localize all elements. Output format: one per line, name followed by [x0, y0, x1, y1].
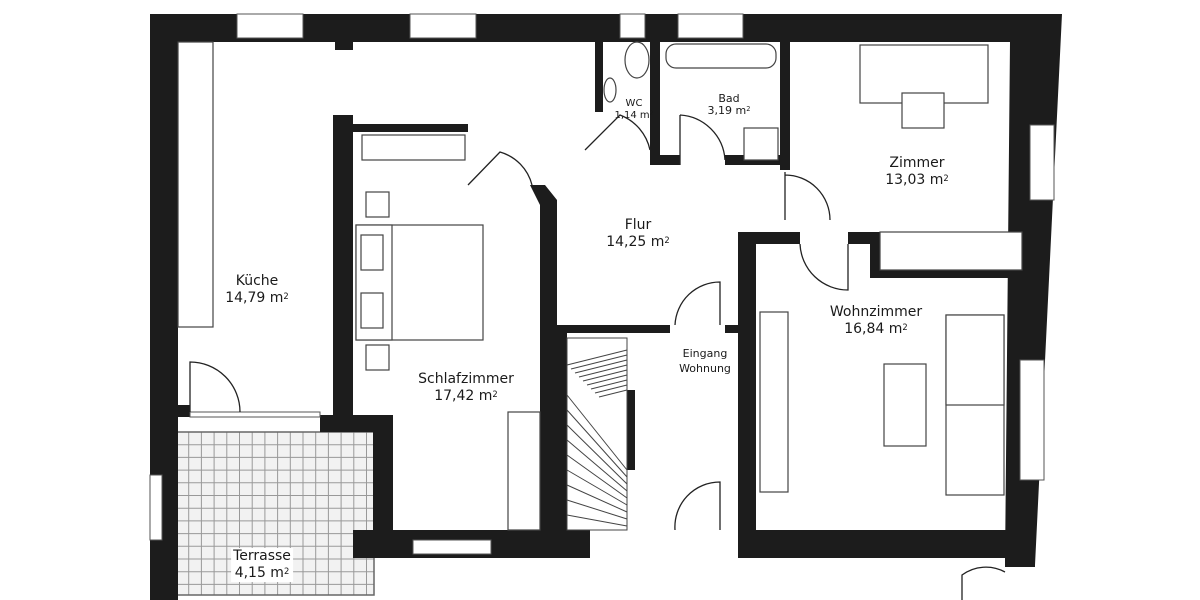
room-name: Wohnzimmer	[829, 304, 923, 320]
room-area: 17,42 m2	[434, 388, 498, 404]
doors	[189, 114, 1006, 600]
room-area: 3,19 m2	[707, 104, 751, 117]
staircase	[566, 337, 628, 531]
room-label-kueche: Küche 14,79 m2	[225, 273, 289, 307]
room-area: 13,03 m2	[885, 172, 949, 188]
room-area: 4,15 m2	[234, 565, 290, 581]
room-area: 16,84 m2	[844, 321, 908, 337]
room-label-schlafzimmer: Schlafzimmer 17,42 m2	[418, 371, 514, 405]
room-label-terrasse: Terrasse 4,15 m2	[231, 548, 293, 582]
room-name: Terrasse	[233, 548, 291, 564]
room-label-flur: Flur 14,25 m2	[606, 217, 670, 251]
furniture	[177, 41, 1023, 531]
room-label-wohnzimmer: Wohnzimmer 16,84 m2	[830, 304, 922, 338]
room-name: Bad	[718, 92, 740, 105]
room-area: 1,14 m2	[614, 110, 654, 121]
room-label-bad: Bad 3,19 m2	[708, 93, 751, 117]
room-label-zimmer: Zimmer 13,03 m2	[885, 155, 949, 189]
room-area: 14,25 m2	[606, 234, 670, 250]
room-label-wc: WC 1,14 m2	[614, 98, 653, 122]
room-area: 14,79 m2	[225, 290, 289, 306]
windows	[149, 13, 1055, 555]
room-name: Zimmer	[889, 155, 945, 171]
room-name: Schlafzimmer	[418, 371, 514, 387]
room-name: Küche	[235, 273, 279, 289]
room-name: Flur	[624, 217, 652, 233]
entrance-line1: Eingang	[682, 347, 728, 360]
entrance-label: Eingang Wohnung	[679, 346, 731, 376]
room-name: WC	[625, 98, 643, 109]
entrance-line2: Wohnung	[679, 362, 731, 375]
